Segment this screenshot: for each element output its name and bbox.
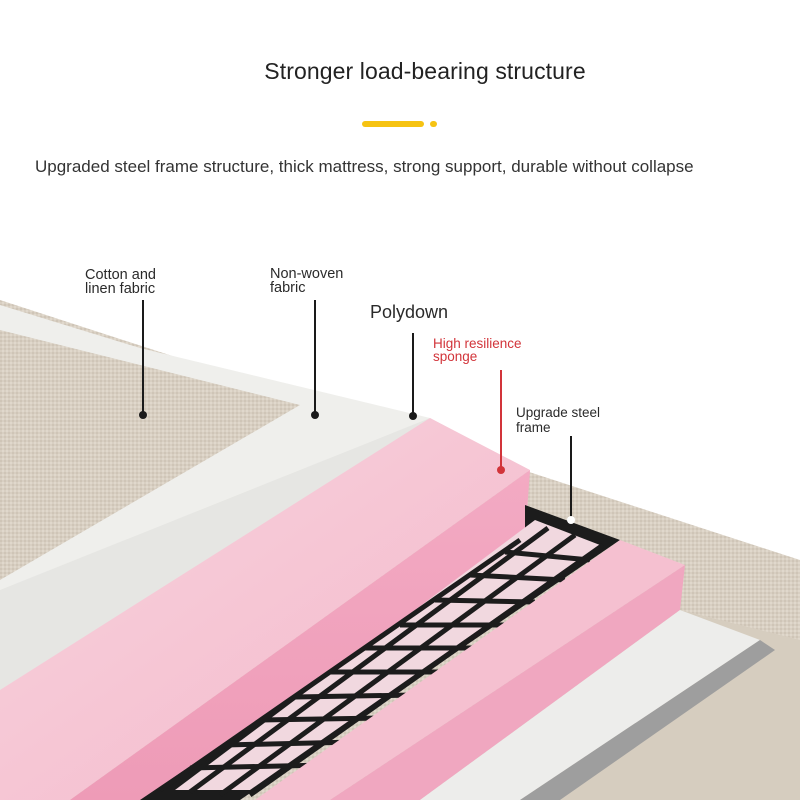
callout-dot-nonwoven bbox=[311, 411, 319, 419]
steel-frame-grid bbox=[140, 505, 620, 800]
callout-dot-polydown bbox=[409, 412, 417, 420]
label-upgrade-steel-frame: Upgrade steel frame bbox=[516, 405, 601, 435]
label-polydown: Polydown bbox=[370, 302, 449, 322]
lower-grey-layer bbox=[520, 640, 775, 800]
lower-sponge-face bbox=[330, 565, 685, 800]
cotton-linen-fabric-top bbox=[0, 330, 300, 580]
title-accent-bar bbox=[362, 121, 424, 127]
callout-dot-steel bbox=[567, 516, 575, 524]
label-high-resilience-sponge: High resilience sponge bbox=[433, 336, 522, 364]
callout-dot-sponge bbox=[497, 466, 505, 474]
title-accent-dot bbox=[430, 121, 437, 127]
lower-non-woven-layer bbox=[420, 610, 760, 800]
lower-sponge-top bbox=[255, 540, 685, 800]
page-subtitle: Upgraded steel frame structure, thick ma… bbox=[35, 157, 694, 176]
high-resilience-sponge-face bbox=[70, 470, 530, 800]
page-title: Stronger load-bearing structure bbox=[264, 58, 586, 84]
callout-dot-cotton bbox=[139, 411, 147, 419]
callout-lines bbox=[142, 300, 572, 518]
label-non-woven-fabric: Non-woven fabric bbox=[270, 266, 344, 296]
label-cotton-linen-fabric: Cotton and linen fabric bbox=[85, 267, 156, 297]
polydown-top-surface bbox=[0, 418, 530, 800]
